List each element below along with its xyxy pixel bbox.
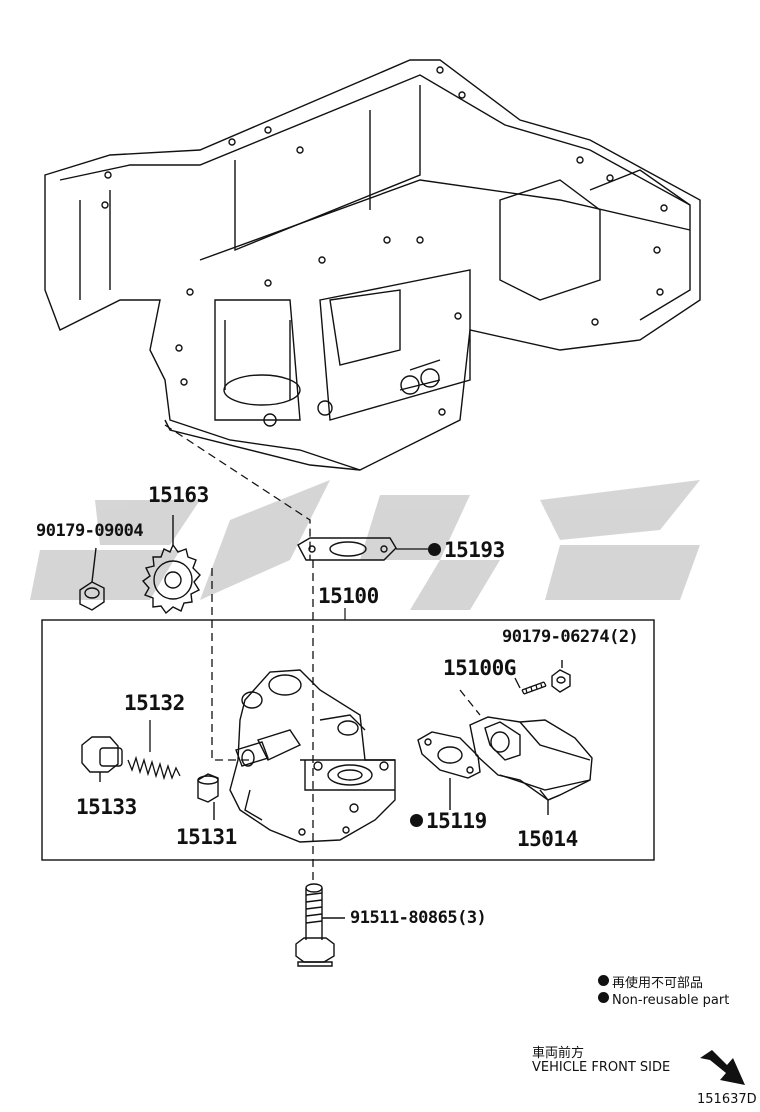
direction-en: VEHICLE FRONT SIDE	[532, 1060, 671, 1075]
legend-en-text: Non-reusable part	[612, 993, 730, 1008]
label-15163: 15163	[148, 483, 209, 507]
label-15100G: 15100G	[443, 656, 516, 680]
nut-90179-06274	[551, 660, 571, 693]
label-15131: 15131	[176, 825, 237, 849]
label-15133: 15133	[76, 795, 137, 819]
legend-en: Non-reusable part	[598, 992, 729, 1008]
label-15132: 15132	[124, 691, 185, 715]
non-reusable-marker	[410, 814, 423, 827]
spring-15132	[127, 720, 181, 781]
label-91511-80865: 91511-80865(3)	[350, 908, 487, 928]
stud-15100G	[514, 677, 547, 695]
watermark-logo	[30, 480, 700, 610]
sprocket-15163	[141, 515, 201, 615]
oil-pan-housing	[44, 59, 701, 471]
oil-pump-body	[229, 669, 396, 843]
label-15119-text: 15119	[426, 809, 487, 833]
label-15014: 15014	[517, 827, 578, 851]
direction-jp: 車両前方	[532, 1046, 585, 1061]
label-15193-text: 15193	[444, 538, 505, 562]
figure-id: 151637D	[697, 1092, 757, 1107]
non-reusable-marker	[428, 543, 441, 556]
label-90179-06274: 90179-06274(2)	[502, 627, 639, 647]
relief-valve-15131	[197, 773, 219, 820]
plug-15133	[81, 736, 123, 782]
legend-jp: 再使用不可部品	[598, 972, 703, 991]
gasket-15193	[297, 537, 428, 561]
nut-90179-09004	[79, 547, 105, 611]
oil-pump-assembly-box	[41, 619, 655, 861]
legend-dot	[598, 992, 609, 1003]
label-15100: 15100	[318, 584, 379, 608]
label-15119: 15119	[410, 809, 487, 833]
label-90179-09004: 90179-09004	[36, 521, 144, 541]
vehicle-front-arrow	[700, 1050, 745, 1085]
legend-jp-text: 再使用不可部品	[612, 976, 704, 991]
bolt-91511-80865	[295, 883, 345, 967]
label-15193: 15193	[428, 538, 505, 562]
legend-dot	[598, 975, 609, 986]
oil-strainer-15014	[469, 716, 593, 815]
gasket-15119	[417, 731, 481, 810]
